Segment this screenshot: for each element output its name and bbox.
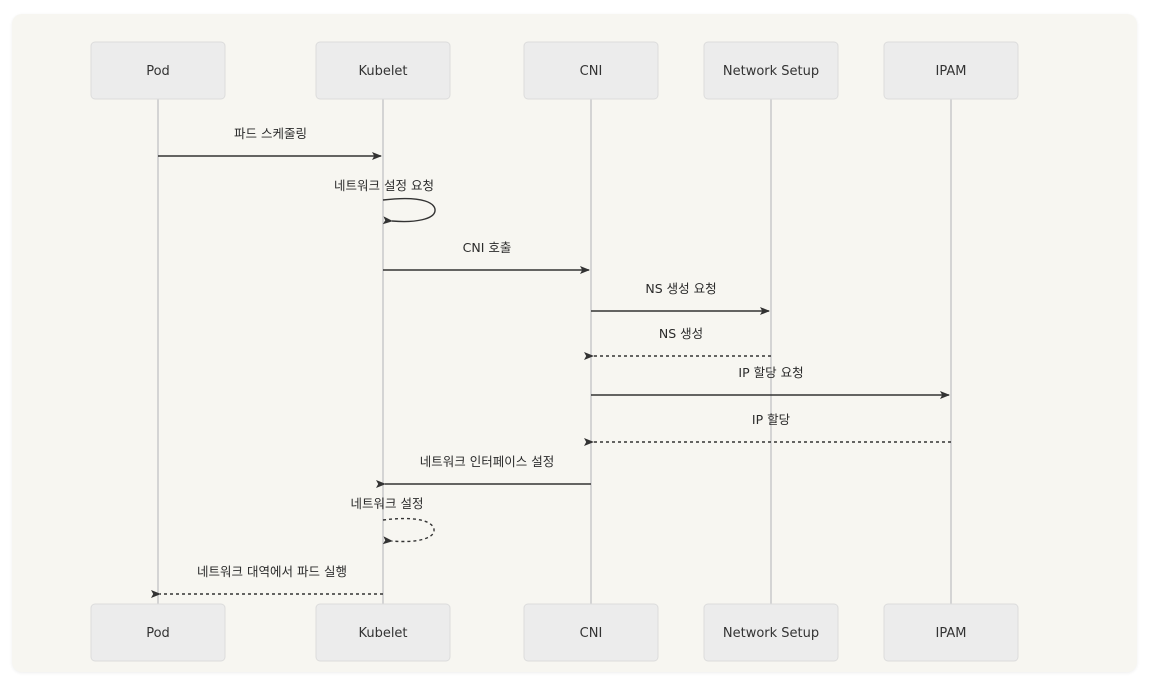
participants-bottom: Pod Kubelet CNI Network Setup IPAM: [90, 603, 1019, 662]
participant-bottom-kubelet-label: Kubelet: [358, 626, 407, 641]
participant-bottom-pod-label: Pod: [146, 626, 170, 641]
participant-bottom-ipam[interactable]: IPAM: [883, 603, 1019, 662]
message-1-pod-to-kubelet[interactable]: 파드 스케줄링: [158, 126, 382, 160]
diagram-panel: Pod Kubelet CNI Network Setup IPAM: [12, 14, 1137, 672]
participant-bottom-ipam-label: IPAM: [936, 626, 967, 641]
participant-bottom-network-setup[interactable]: Network Setup: [703, 603, 839, 662]
participant-bottom-cni[interactable]: CNI: [523, 603, 659, 662]
participant-top-cni[interactable]: CNI: [523, 41, 659, 100]
participant-top-cni-label: CNI: [580, 64, 603, 79]
participants-top: Pod Kubelet CNI Network Setup IPAM: [90, 41, 1019, 100]
message-4-label: NS 생성 요청: [645, 281, 716, 296]
participant-top-kubelet-label: Kubelet: [358, 64, 407, 79]
participant-top-kubelet[interactable]: Kubelet: [315, 41, 451, 100]
message-9-arrow: [382, 517, 435, 545]
participant-top-pod-label: Pod: [146, 64, 170, 79]
message-2-kubelet-self[interactable]: 네트워크 설정 요청: [334, 178, 436, 225]
participant-bottom-cni-label: CNI: [580, 626, 603, 641]
participant-top-network-setup[interactable]: Network Setup: [703, 41, 839, 100]
message-6-cni-to-ipam[interactable]: IP 할당 요청: [591, 365, 950, 399]
message-4-cni-to-network-setup[interactable]: NS 생성 요청: [591, 281, 770, 315]
participant-top-ipam[interactable]: IPAM: [883, 41, 1019, 100]
message-7-ipam-to-cni[interactable]: IP 할당: [584, 412, 951, 446]
lifelines: [157, 99, 952, 604]
participant-top-pod[interactable]: Pod: [90, 41, 226, 100]
message-5-network-setup-to-cni[interactable]: NS 생성: [584, 326, 771, 360]
message-6-label: IP 할당 요청: [738, 365, 803, 380]
participant-top-network-setup-label: Network Setup: [723, 64, 819, 79]
message-10-kubelet-to-pod[interactable]: 네트워크 대역에서 파드 실행: [151, 564, 383, 598]
message-9-label: 네트워크 설정: [351, 496, 424, 511]
message-2-label: 네트워크 설정 요청: [334, 178, 434, 193]
message-10-label: 네트워크 대역에서 파드 실행: [197, 564, 347, 579]
message-2-arrow: [382, 197, 436, 225]
participant-top-ipam-label: IPAM: [936, 64, 967, 79]
message-3-kubelet-to-cni[interactable]: CNI 호출: [383, 240, 590, 274]
participant-bottom-pod[interactable]: Pod: [90, 603, 226, 662]
message-8-label: 네트워크 인터페이스 설정: [420, 454, 554, 469]
participant-bottom-kubelet[interactable]: Kubelet: [315, 603, 451, 662]
message-1-label: 파드 스케줄링: [234, 126, 307, 141]
message-7-label: IP 할당: [752, 412, 791, 427]
message-9-kubelet-self[interactable]: 네트워크 설정: [351, 496, 435, 545]
message-8-cni-to-kubelet[interactable]: 네트워크 인터페이스 설정: [376, 454, 591, 488]
sequence-diagram-svg: Pod Kubelet CNI Network Setup IPAM: [90, 41, 1019, 662]
message-5-label: NS 생성: [659, 326, 703, 341]
participant-bottom-network-setup-label: Network Setup: [723, 626, 819, 641]
message-3-label: CNI 호출: [463, 240, 512, 255]
